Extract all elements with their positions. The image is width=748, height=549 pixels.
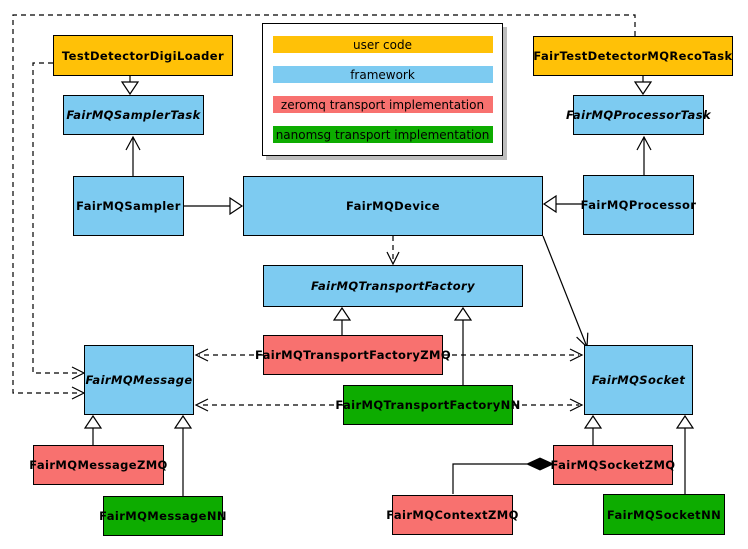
- legend-label: framework: [350, 67, 415, 82]
- edge-transportfactoryzmq-uses-message: [194, 348, 263, 362]
- edge-transportfactorynn-inherits-transportfactory: [453, 306, 473, 385]
- legend: user code framework zeromq transport imp…: [262, 23, 503, 156]
- node-label: FairMQTransportFactoryZMQ: [255, 348, 452, 362]
- edge-transportfactoryzmq-uses-socket: [443, 348, 584, 362]
- edge-transportfactorynn-uses-message: [194, 398, 343, 412]
- inheritance-edges: [83, 76, 695, 496]
- node-fairmq-socket-zmq: FairMQSocketZMQ: [550, 445, 676, 485]
- node-fairmq-message: FairMQMessage: [84, 345, 194, 415]
- node-fairmq-transport-factory: FairMQTransportFactory: [263, 265, 523, 307]
- node-fairmq-socket: FairMQSocket: [584, 345, 693, 415]
- dependency-edges: [12, 14, 636, 412]
- node-label: FairMQMessageNN: [99, 509, 227, 523]
- edge-device-uses-transportfactory: [386, 236, 400, 266]
- composition-edges: [452, 457, 555, 494]
- node-fairmq-transport-factory-zmq: FairMQTransportFactoryZMQ: [255, 335, 451, 375]
- edge-socketzmq-composes-contextzmq: [452, 457, 555, 494]
- node-fairmq-processor: FairMQProcessor: [580, 175, 697, 235]
- node-label: FairMQSocket: [591, 373, 686, 387]
- node-label: TestDetectorDigiLoader: [61, 48, 225, 63]
- legend-item-user-code: user code: [272, 36, 493, 53]
- node-label: FairMQProcessorTask: [566, 108, 711, 122]
- legend-label: user code: [353, 37, 412, 52]
- node-label: FairMQTransportFactoryNN: [335, 398, 521, 412]
- node-label: FairMQMessage: [85, 373, 193, 387]
- edge-messagenn-inherits-message: [173, 414, 193, 496]
- node-label: FairMQContextZMQ: [386, 508, 519, 522]
- edge-processor-inherits-device: [542, 194, 583, 214]
- node-fairmq-context-zmq: FairMQContextZMQ: [386, 495, 518, 535]
- edge-transportfactorynn-uses-socket: [513, 398, 584, 412]
- edge-processor-uses-processortask: [636, 135, 652, 175]
- edge-sampler-uses-samplertask: [125, 135, 141, 176]
- node-fairmq-sampler-task: FairMQSamplerTask: [63, 95, 204, 135]
- legend-item-zeromq: zeromq transport implementation: [272, 96, 493, 113]
- node-fairmq-processor-task: FairMQProcessorTask: [566, 95, 711, 135]
- node-label: FairMQSamplerTask: [66, 108, 201, 122]
- node-fairmq-sampler: FairMQSampler: [73, 176, 184, 236]
- node-label: FairMQSampler: [76, 199, 181, 213]
- edge-transportfactoryzmq-inherits-transportfactory: [332, 306, 352, 335]
- node-label: FairMQSocketNN: [606, 507, 722, 522]
- edge-recotask-inherits-processortask: [633, 76, 653, 96]
- node-fairmq-message-zmq: FairMQMessageZMQ: [29, 445, 167, 485]
- node-fairmq-transport-factory-nn: FairMQTransportFactoryNN: [335, 385, 520, 425]
- node-label: FairMQDevice: [346, 199, 440, 213]
- edge-socketzmq-inherits-socket: [583, 414, 603, 445]
- edge-digiloader-inherits-samplertask: [120, 76, 140, 96]
- node-label: FairMQMessageZMQ: [29, 458, 168, 472]
- node-label: FairTestDetectorMQRecoTask: [533, 49, 733, 63]
- node-fairmq-socket-nn: FairMQSocketNN: [603, 494, 725, 535]
- node-fairmq-device: FairMQDevice: [243, 176, 543, 236]
- node-fairmq-message-nn: FairMQMessageNN: [99, 496, 226, 536]
- node-label: FairMQProcessor: [580, 198, 697, 212]
- edge-device-uses-socket: [542, 235, 589, 349]
- node-label: FairMQSocketZMQ: [550, 458, 676, 472]
- legend-item-nanomsg: nanomsg transport implementation: [272, 126, 493, 143]
- association-edges: [125, 135, 652, 349]
- edge-sampler-inherits-device: [184, 196, 244, 216]
- node-label: FairMQTransportFactory: [311, 279, 475, 293]
- node-test-detector-digi-loader: TestDetectorDigiLoader: [53, 35, 233, 76]
- edge-messagezmq-inherits-message: [83, 414, 103, 445]
- legend-label: nanomsg transport implementation: [275, 127, 490, 142]
- legend-label: zeromq transport implementation: [280, 97, 485, 112]
- edge-socketnn-inherits-socket: [675, 414, 695, 494]
- legend-item-framework: framework: [272, 66, 493, 83]
- node-fair-test-detector-mq-reco-task: FairTestDetectorMQRecoTask: [533, 36, 733, 76]
